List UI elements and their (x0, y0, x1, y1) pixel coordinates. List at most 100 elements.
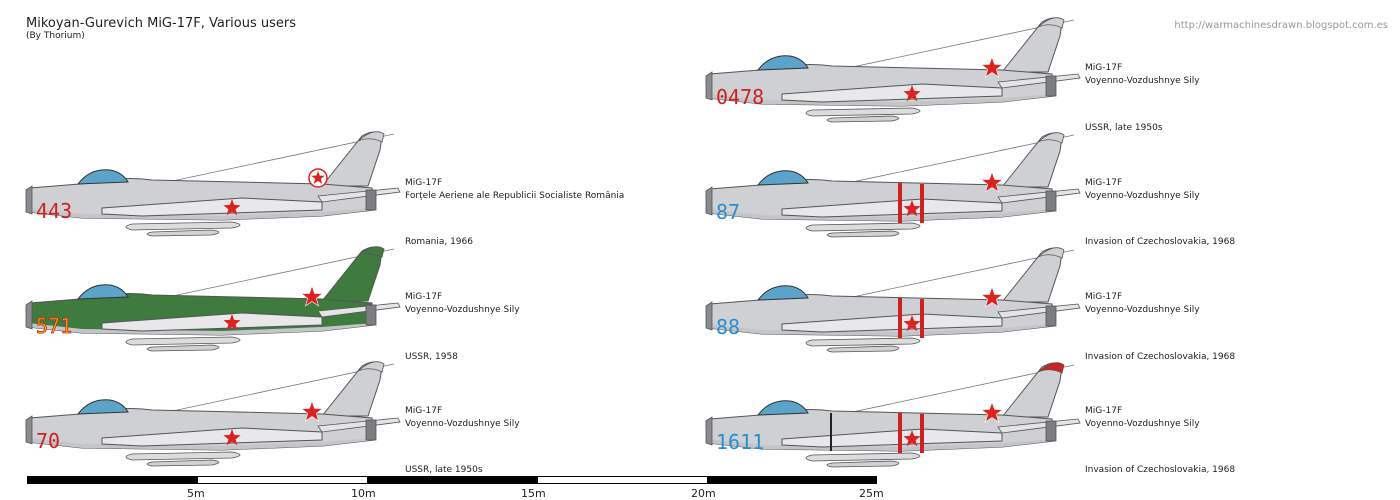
scale-tick-label: 20m (691, 487, 716, 500)
star-insignia-icon (980, 171, 1004, 193)
scale-tick-label: 15m (521, 487, 546, 500)
exhaust-nozzle (1045, 305, 1057, 327)
air-intake (25, 300, 33, 330)
drop-tank (805, 337, 921, 347)
underside-shading (708, 209, 1054, 221)
aircraft-caption: USSR, late 1950s (1085, 123, 1163, 133)
underside-shading (708, 324, 1054, 336)
invasion-stripe (920, 414, 924, 453)
invasion-stripe (898, 298, 902, 338)
scale-segment (367, 476, 538, 484)
underside-shading (708, 439, 1054, 451)
wing (101, 427, 323, 447)
invasion-stripe-black (830, 413, 832, 451)
tail-fin (320, 131, 383, 187)
scale-segment (537, 476, 708, 484)
tail-fin (1000, 17, 1063, 73)
drop-tank (125, 221, 241, 231)
drop-tank (125, 451, 241, 461)
ventral-fin (826, 345, 900, 353)
star-insignia-icon (980, 286, 1004, 308)
aircraft-profile: 0478 (705, 17, 1081, 123)
fin-tip (357, 246, 385, 258)
aircraft-profile: 70 (25, 361, 401, 467)
wing (781, 83, 1003, 103)
exhaust-nozzle (365, 304, 377, 326)
tail-fin (1000, 247, 1063, 303)
aircraft-caption: Invasion of Czechoslovakia, 1968 (1085, 352, 1236, 362)
aircraft-type-label: MiG-17F (405, 292, 443, 302)
side-code-number: 443 (36, 199, 72, 223)
fin-tip (1037, 17, 1065, 29)
aircraft-operator-label: Voyenno-Vozdushnye Sily (1085, 419, 1200, 429)
fin-tip (1037, 132, 1065, 144)
invasion-stripe (898, 183, 902, 223)
air-intake (705, 71, 713, 101)
invasion-stripe (898, 413, 902, 453)
ventral-fin (826, 115, 900, 123)
scale-tick-label: 10m (351, 487, 376, 500)
exhaust-nozzle (1045, 420, 1057, 442)
star-insignia-icon (300, 285, 324, 307)
wing-star-icon (223, 314, 241, 331)
side-code-number: 88 (716, 315, 740, 339)
exhaust-nozzle (365, 189, 377, 211)
ventral-fin (146, 344, 220, 352)
aircraft-type-label: MiG-17F (1085, 178, 1123, 188)
canopy (756, 400, 809, 416)
source-url: http://warmachinesdrawn.blogspot.com.es (1174, 20, 1388, 31)
ventral-fin (146, 459, 220, 467)
drop-tank (805, 107, 921, 117)
aircraft-operator-label: Voyenno-Vozdushnye Sily (1085, 76, 1200, 86)
aircraft-type-label: MiG-17F (1085, 406, 1123, 416)
canopy (76, 399, 129, 415)
drop-tank (805, 452, 921, 462)
wing (101, 312, 323, 332)
star-insignia-icon (311, 171, 325, 184)
exhaust-nozzle (1045, 75, 1057, 97)
canopy (756, 170, 809, 186)
aircraft-profile: 88 (705, 247, 1081, 353)
canopy (756, 285, 809, 301)
air-intake (25, 415, 33, 445)
aircraft-operator-label: Forțele Aeriene ale Republicii Socialist… (405, 191, 625, 201)
side-code-number: 87 (716, 200, 740, 224)
underside-shading (28, 438, 374, 450)
side-code-number: 1611 (716, 430, 764, 454)
air-intake (705, 186, 713, 216)
tail-fin (1000, 132, 1063, 188)
aircraft-caption: Romania, 1966 (405, 237, 473, 247)
canopy (76, 284, 129, 300)
air-intake (25, 185, 33, 215)
aircraft-profile: 1611 (705, 362, 1081, 468)
air-intake (705, 301, 713, 331)
drop-tank (125, 336, 241, 346)
aircraft-caption: Invasion of Czechoslovakia, 1968 (1085, 237, 1236, 247)
wing-star-icon (903, 430, 921, 447)
ventral-fin (826, 230, 900, 238)
page-title: Mikoyan-Gurevich MiG-17F, Various users (26, 16, 297, 31)
fin-tip (1037, 247, 1065, 259)
wing-star-icon (223, 429, 241, 446)
side-code-number: 571 (36, 314, 72, 338)
scale-tick-label: 5m (187, 487, 205, 500)
star-insignia-icon (300, 400, 324, 422)
wing-star-icon (223, 199, 241, 216)
star-insignia-icon (980, 401, 1004, 423)
air-intake (705, 416, 713, 446)
exhaust-nozzle (365, 419, 377, 441)
aircraft-operator-label: Voyenno-Vozdushnye Sily (405, 305, 520, 315)
wing-star-icon (903, 85, 921, 102)
aircraft-operator-label: Voyenno-Vozdushnye Sily (1085, 191, 1200, 201)
exhaust-nozzle (1045, 190, 1057, 212)
aircraft-type-label: MiG-17F (1085, 63, 1123, 73)
scale-bar (27, 476, 877, 486)
aircraft-profile: 87 (705, 132, 1081, 238)
invasion-stripe (920, 299, 924, 338)
side-code-number: 70 (36, 429, 60, 453)
ventral-fin (146, 229, 220, 237)
ventral-fin (826, 460, 900, 468)
underside-shading (28, 323, 374, 335)
tail-fin (320, 246, 383, 302)
aircraft-type-label: MiG-17F (405, 406, 443, 416)
